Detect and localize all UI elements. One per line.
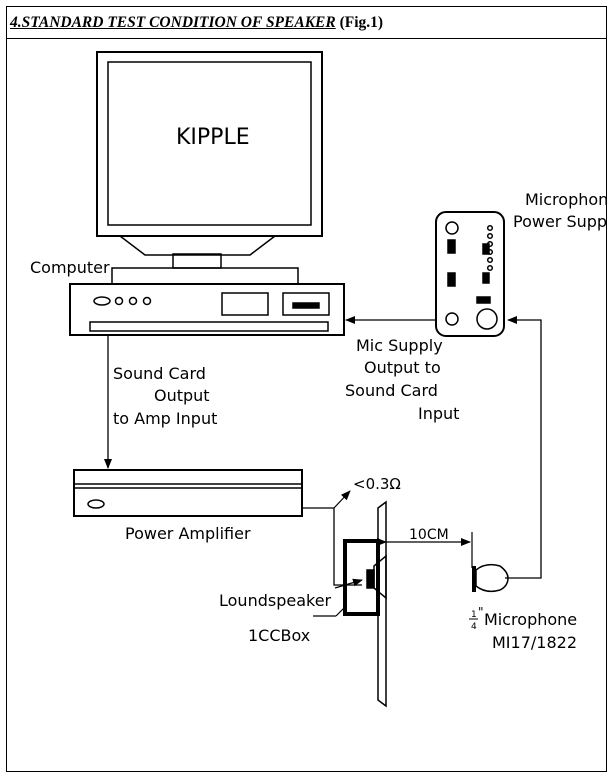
computer-unit: [69, 283, 345, 336]
mic-power-label-2: Power Supply: [513, 212, 614, 231]
figure-number: (Fig.1): [339, 14, 384, 31]
computer-label: Computer: [30, 258, 110, 277]
baffle-board: [377, 500, 387, 708]
microphone: [472, 563, 509, 593]
mic-power-supply: [435, 211, 505, 337]
distance-label: 10CM: [409, 527, 449, 543]
microphone-fraction-denominator: 4: [471, 622, 477, 632]
box-label: 1CCBox: [248, 626, 310, 645]
figure-frame: [6, 6, 607, 772]
section-header: 4.STANDARD TEST CONDITION OF SPEAKER (Fi…: [6, 6, 607, 39]
microphone-fraction-numerator: 1: [471, 610, 477, 620]
mic-power-label-1: Microphone: [525, 190, 614, 209]
microphone-model-label: MI17/1822: [492, 633, 577, 652]
mic-supply-label-1: Mic Supply: [356, 336, 443, 355]
speaker-box: [343, 539, 387, 616]
mic-supply-label-4: Input: [418, 404, 459, 423]
mic-supply-label-3: Sound Card: [345, 381, 438, 400]
monitor: [96, 51, 323, 285]
sound-card-label-2: Output: [154, 386, 210, 405]
mic-supply-label-2: Output to: [364, 358, 441, 377]
section-title: 4.STANDARD TEST CONDITION OF SPEAKER: [10, 14, 336, 31]
resistance-label: <0.3Ω: [353, 475, 401, 493]
power-amplifier: [73, 469, 303, 517]
screen-text: KIPPLE: [176, 125, 250, 150]
loudspeaker-label: Loundspeaker: [219, 591, 332, 610]
power-amplifier-label: Power Amplifier: [125, 524, 251, 543]
microphone-inch-mark: ": [478, 605, 484, 619]
sound-card-label-3: to Amp Input: [113, 409, 217, 428]
microphone-label: Microphone: [484, 610, 577, 629]
sound-card-label-1: Sound Card: [113, 364, 206, 383]
